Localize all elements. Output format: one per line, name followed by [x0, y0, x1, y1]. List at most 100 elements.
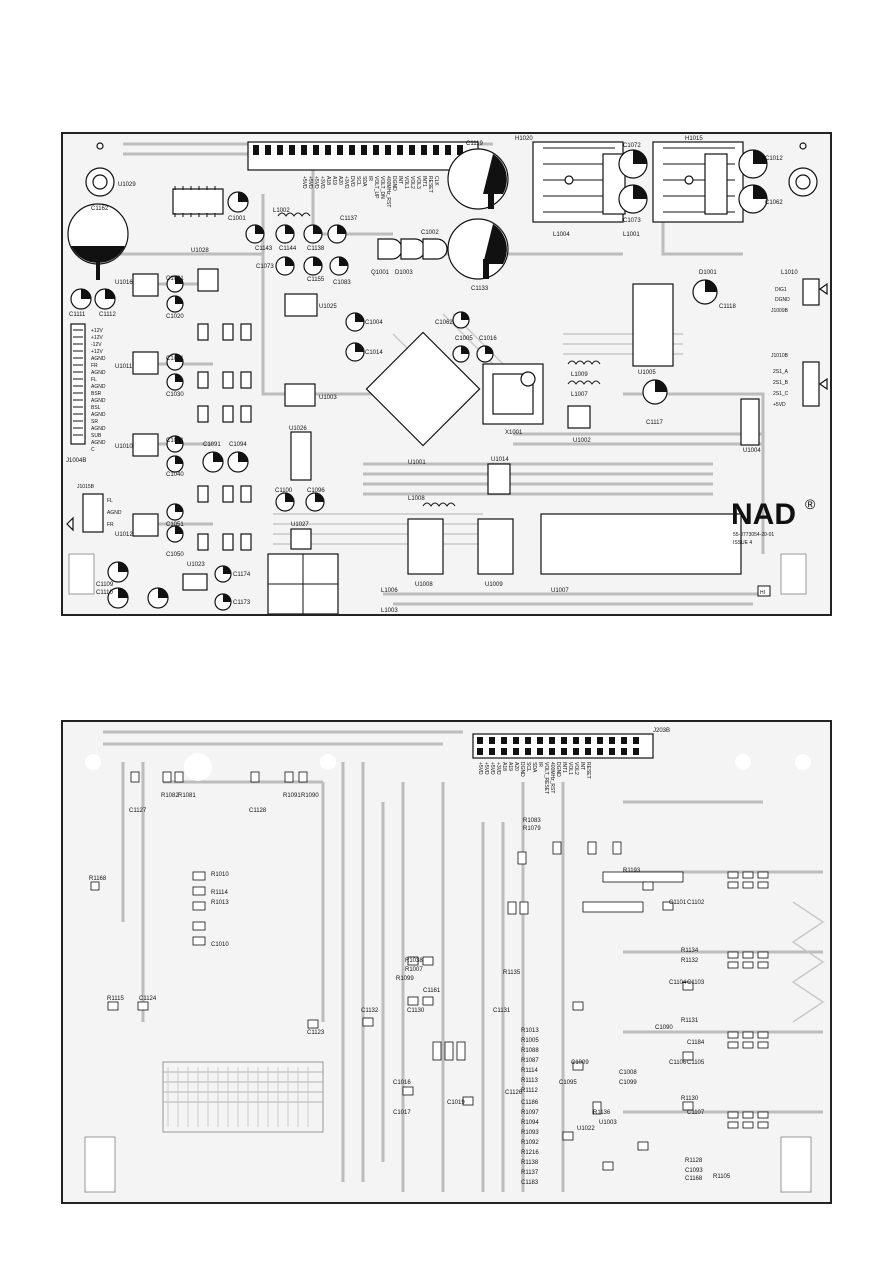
- label-r1128: R1132: [681, 958, 699, 964]
- smd-pads-scattered: [90, 771, 694, 1171]
- label-l1006: L1006: [381, 588, 398, 594]
- label-c1131: C1131: [493, 1008, 511, 1014]
- label-c1001: C1001: [228, 216, 246, 222]
- bottom-pcb-layout: J203B R1082: [61, 720, 832, 1204]
- ic-u1027: [290, 528, 312, 550]
- bsig-17: VOL2: [573, 762, 579, 775]
- oscillator-x1001: [482, 363, 544, 425]
- label-c1031: C1031: [166, 356, 184, 362]
- capacitors-c1174-c1173: [214, 565, 232, 611]
- bsig-5: A18: [501, 762, 507, 771]
- sig-14: VOLT_DN: [379, 176, 385, 199]
- label-c1004: C1004: [365, 320, 383, 326]
- label-c1173: C1173: [233, 600, 251, 606]
- label-c1184: C1186: [521, 1100, 539, 1106]
- ic-u1011: [132, 351, 159, 375]
- label-c1128: C1128: [249, 808, 267, 814]
- label-r1038: R1038: [405, 958, 423, 964]
- sig-22: RESET: [427, 176, 433, 193]
- sig-12: IR: [367, 176, 373, 181]
- capacitors-c1100-c1096: [275, 492, 325, 512]
- connector-j1015b: [66, 493, 104, 533]
- capacitors-c1004-c1014: [345, 312, 365, 362]
- label-c1009: C1009: [571, 1060, 589, 1066]
- inductors-l1009-l1007: [567, 360, 601, 385]
- connector-j1010b: [802, 361, 828, 407]
- bsig-7: A20: [513, 762, 519, 771]
- bsig-18: INT: [579, 762, 585, 770]
- label-r1135: R1092: [521, 1140, 539, 1146]
- label-r1113: R1013: [521, 1028, 539, 1034]
- label-r1007: R1007: [405, 967, 423, 973]
- sig-13: VOLT_UP: [373, 176, 379, 199]
- ic-u1004: [740, 398, 760, 446]
- ic-u1009: [477, 518, 514, 575]
- label-c1094: C1094: [229, 442, 247, 448]
- capacitor-c1119: [447, 148, 509, 210]
- bsig-9: SCL: [525, 762, 531, 772]
- sig-21: INT1: [421, 176, 427, 187]
- label-r1131: R1137: [521, 1170, 539, 1176]
- label-c1144: C1144: [279, 246, 297, 252]
- label-c1016-b: C1016: [393, 1080, 411, 1086]
- label-r1136: R1093: [521, 1130, 539, 1136]
- bsig-1: +5VD: [477, 762, 483, 775]
- label-c1095: C1095: [559, 1080, 577, 1086]
- label-c1110: C1110: [96, 590, 113, 596]
- label-u1022: U1022: [577, 1126, 595, 1132]
- bottom-header-signal-labels: +5VD +5VD +5VD +3VD A18 A19 A20 DGND SCL…: [477, 762, 591, 794]
- connector-j1004b-label: J1004B: [66, 458, 86, 464]
- label-r1219: R1105: [713, 1174, 731, 1180]
- bottom-pcb-artwork: J203B R1082: [84, 728, 825, 1193]
- label-r1099: R1099: [396, 976, 414, 982]
- ic-u1025: [284, 293, 318, 317]
- label-l1003: L1003: [381, 608, 398, 614]
- label-c1186: C1126: [505, 1090, 523, 1096]
- label-c1111: C1111: [69, 312, 86, 318]
- sig-17: INT: [397, 176, 403, 184]
- capacitors-c1091-c1094: [202, 451, 249, 473]
- j1009b-pin-1: DIG1: [775, 287, 787, 293]
- label-c1021: C1021: [166, 276, 184, 282]
- j1015b-pin-2: AGND: [107, 510, 122, 516]
- label-c1137: C1137: [340, 216, 358, 222]
- bsig-3: +5VD: [489, 762, 495, 775]
- heatsink-h1020: [532, 141, 626, 223]
- label-u1023: U1023: [187, 562, 205, 568]
- label-r1091: R1091: [283, 793, 301, 799]
- sig-8: +3VD: [343, 176, 349, 189]
- sig-18: VOL1: [403, 176, 409, 189]
- ic-u1014: [487, 463, 511, 495]
- label-u1004: U1004: [743, 448, 761, 454]
- label-c1096: C1096: [307, 488, 325, 494]
- label-u1029: U1029: [118, 182, 136, 188]
- bsig-19: RESET: [585, 762, 591, 779]
- bottom-mounting-holes: [85, 753, 811, 781]
- label-c1155: C1155: [307, 277, 325, 283]
- label-c1132: C1132: [361, 1008, 379, 1014]
- bsig-14: DGND: [555, 762, 561, 777]
- label-u1005: U1005: [638, 370, 656, 376]
- j1009b-labels: DIG1 DGND J1009B: [771, 287, 790, 314]
- label-r1093: R1114: [521, 1068, 538, 1074]
- label-r1090: R1090: [301, 793, 319, 799]
- label-r1137: R1094: [521, 1120, 539, 1126]
- label-c1062: C1062: [765, 200, 783, 206]
- label-c1133: C1133: [471, 286, 489, 292]
- ic-u1003: [284, 383, 316, 407]
- capacitor-c1072: [618, 149, 648, 179]
- label-c1162: C1162: [91, 206, 109, 212]
- label-l1009: L1009: [571, 372, 588, 378]
- label-c1008: C1008: [619, 1070, 637, 1076]
- label-l1007: L1007: [571, 392, 588, 398]
- bsig-4: +3VD: [495, 762, 501, 775]
- capacitor-row-top: [245, 224, 349, 276]
- transistors-q1001-d1003: [377, 238, 448, 260]
- label-r1083: R1083: [523, 818, 541, 824]
- ic-u1029: [172, 186, 224, 217]
- j1004b-pin-12: BSL: [91, 405, 101, 411]
- label-c1112: C1112: [99, 312, 116, 318]
- label-u1003: U1003: [319, 395, 337, 401]
- label-c1130: C1130: [407, 1008, 425, 1014]
- ic-u1008: [407, 518, 444, 575]
